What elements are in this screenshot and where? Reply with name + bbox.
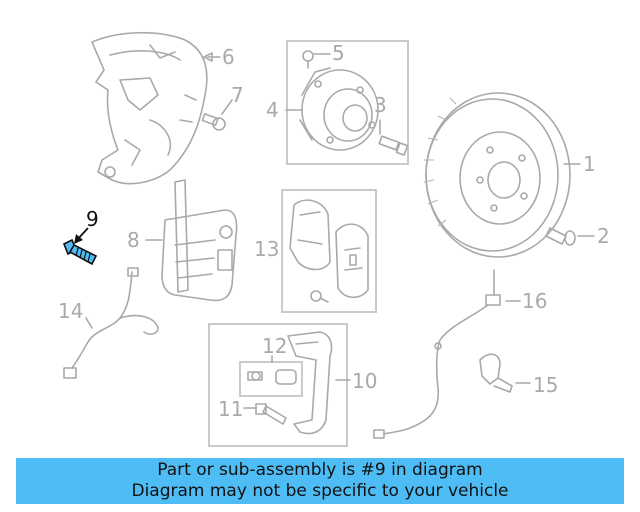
callout-14: 14 (58, 299, 83, 323)
brake-pads-part[interactable] (289, 199, 369, 303)
splash-shield-part[interactable] (91, 31, 208, 185)
guide-pin-kit-part[interactable] (247, 369, 297, 385)
brake-rotor-part[interactable] (423, 92, 571, 258)
caliper-carrier-box (208, 323, 348, 447)
callout-1: 1 (583, 152, 596, 176)
callout-3: 3 (374, 93, 387, 117)
callout-15: 15 (533, 373, 558, 397)
sensor-bracket-part[interactable] (479, 353, 513, 393)
callout-4: 4 (266, 98, 279, 122)
wheel-hub-part[interactable] (299, 67, 379, 151)
callout-11: 11 (218, 397, 243, 421)
callout-6: 6 (222, 45, 235, 69)
banner-line-2: Diagram may not be specific to your vehi… (131, 481, 509, 501)
caliper-carrier-part[interactable] (287, 331, 333, 435)
callout-2: 2 (597, 224, 610, 248)
shield-bolt-part[interactable] (201, 113, 226, 131)
carrier-bolt-part[interactable] (255, 403, 287, 425)
callout-13: 13 (254, 237, 279, 261)
brake-hose-part[interactable] (63, 267, 159, 379)
callout-10: 10 (352, 369, 377, 393)
callout-5: 5 (332, 41, 345, 65)
callout-7: 7 (231, 83, 244, 107)
callout-12: 12 (262, 334, 287, 358)
guide-pin-box (239, 361, 303, 397)
brake-caliper-part[interactable] (161, 179, 238, 302)
wear-sensor-part[interactable] (373, 269, 501, 439)
callout-16: 16 (522, 289, 547, 313)
hub-assembly-box (286, 40, 409, 165)
rotor-screw-part[interactable] (545, 227, 576, 246)
brake-pads-box (281, 189, 377, 313)
hub-screw-part[interactable] (302, 50, 314, 69)
caliper-bolt-part-highlighted[interactable] (62, 238, 98, 266)
info-banner: Part or sub-assembly is #9 in diagram Di… (16, 458, 624, 504)
banner-line-1: Part or sub-assembly is #9 in diagram (157, 460, 483, 480)
callout-8: 8 (127, 228, 140, 252)
hub-bolt-part[interactable] (378, 135, 409, 156)
callout-9: 9 (86, 207, 99, 231)
